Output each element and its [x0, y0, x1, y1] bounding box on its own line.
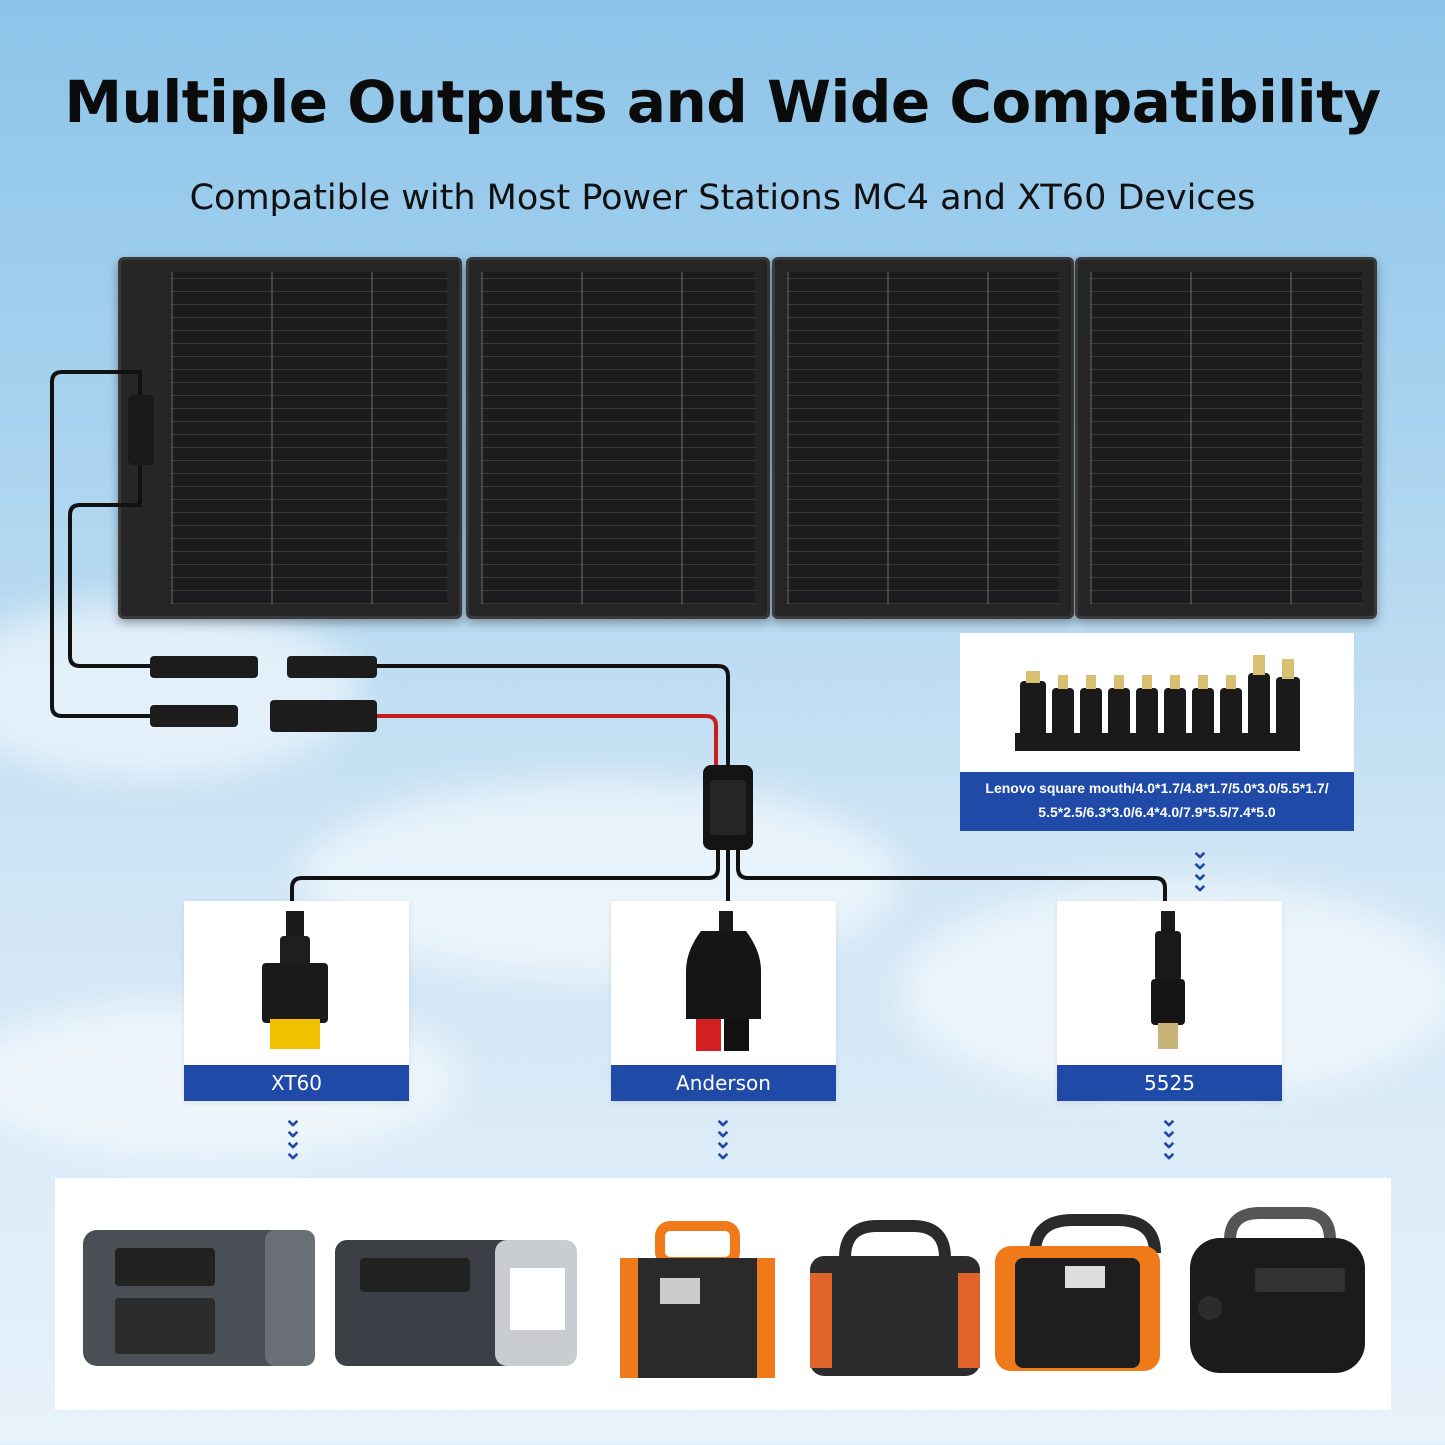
chevron-down-icon: ⌄⌄⌄⌄: [713, 1106, 733, 1164]
connector-label: Anderson: [611, 1065, 836, 1101]
anderson-connector-image: [686, 911, 761, 1051]
panel-section: [1075, 257, 1377, 619]
panel-section: [772, 257, 1074, 619]
xt60-card: XT60: [184, 901, 409, 1101]
power-stations-strip: [55, 1178, 1391, 1410]
connector-label: XT60: [184, 1065, 409, 1101]
dc5525-connector-image: [1151, 911, 1185, 1049]
dc5525-card: 5525: [1057, 901, 1282, 1101]
connector-label: 5525: [1057, 1065, 1282, 1101]
panel-section: [466, 257, 770, 619]
page-title: Multiple Outputs and Wide Compatibility: [64, 68, 1381, 136]
cloud: [0, 600, 360, 780]
power-stations-image: [83, 1207, 1365, 1378]
panel-section: [118, 257, 462, 619]
chevron-down-icon: ⌄⌄⌄⌄: [1190, 838, 1210, 896]
chevron-down-icon: ⌄⌄⌄⌄: [283, 1106, 303, 1164]
adapter-tips-line2: 5.5*2.5/6.3*3.0/6.4*4.0/7.9*5.5/7.4*5.0: [1038, 804, 1276, 820]
anderson-card: Anderson: [611, 901, 836, 1101]
dc-adapter-tips-image: [1015, 655, 1300, 751]
adapter-tips-label: Lenovo square mouth/4.0*1.7/4.8*1.7/5.0*…: [960, 772, 1354, 831]
adapter-tips-line1: Lenovo square mouth/4.0*1.7/4.8*1.7/5.0*…: [985, 780, 1329, 796]
xt60-connector-image: [262, 911, 328, 1049]
page-subtitle: Compatible with Most Power Stations MC4 …: [189, 178, 1256, 218]
chevron-down-icon: ⌄⌄⌄⌄: [1159, 1106, 1179, 1164]
